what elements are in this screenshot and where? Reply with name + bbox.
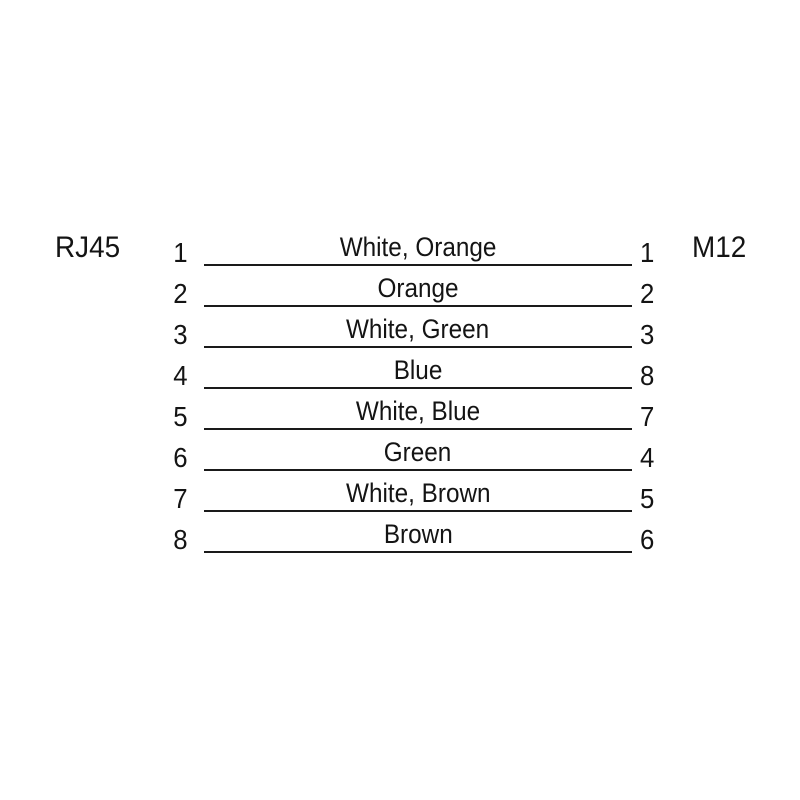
wire-label: White, Brown: [345, 478, 491, 508]
left-pin-number: 1: [173, 237, 188, 268]
right-pin-number: 7: [640, 401, 655, 432]
right-connector-label: M12: [692, 231, 747, 264]
left-pin-number: 8: [173, 524, 188, 555]
wire-label: Orange: [377, 273, 459, 303]
left-pin-number: 7: [173, 483, 188, 514]
left-pin-number: 4: [173, 360, 188, 391]
wire-line: [204, 469, 632, 471]
wire-line: [204, 387, 632, 389]
wire-label: White, Green: [346, 314, 490, 344]
left-pin-number: 6: [173, 442, 188, 473]
right-pin-number: 3: [640, 319, 655, 350]
wire-line: [204, 551, 632, 553]
right-pin-number: 5: [640, 483, 655, 514]
right-pin-number: 4: [640, 442, 655, 473]
left-connector-label: RJ45: [55, 231, 121, 264]
wire-label: White, Blue: [355, 396, 481, 426]
left-pin-number: 5: [173, 401, 188, 432]
wire-label: Green: [384, 437, 452, 467]
wire-label: Brown: [383, 519, 453, 549]
right-pin-number: 2: [640, 278, 655, 309]
left-pin-number: 3: [173, 319, 188, 350]
left-pin-number: 2: [173, 278, 188, 309]
wire-line: [204, 264, 632, 266]
wire-line: [204, 346, 632, 348]
right-pin-number: 6: [640, 524, 655, 555]
wire-line: [204, 305, 632, 307]
right-pin-number: 1: [640, 237, 655, 268]
wire-line: [204, 428, 632, 430]
wire-label: White, Orange: [339, 232, 497, 262]
wire-label: Blue: [393, 355, 443, 385]
right-pin-number: 8: [640, 360, 655, 391]
wire-line: [204, 510, 632, 512]
